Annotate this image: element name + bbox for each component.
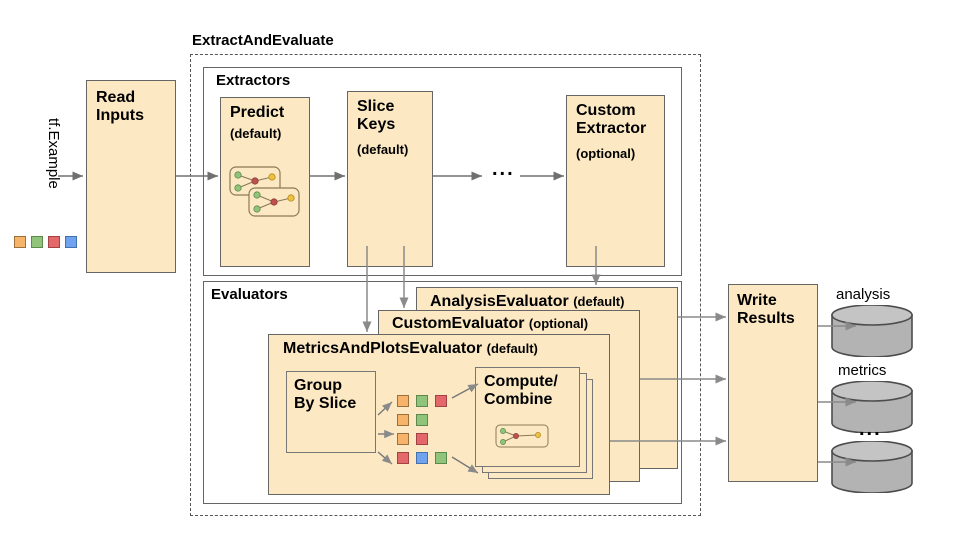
swatch-red [416,433,428,445]
swatch-green [435,452,447,464]
metrics-sink-label: metrics [838,362,887,379]
extractors-label: Extractors [216,72,291,89]
swatch-blue [416,452,428,464]
node-group-by-slice[interactable]: Group By Slice [286,371,376,453]
extractor-ellipsis: ... [492,158,515,180]
read-inputs-title: Read Inputs [96,89,144,125]
compute-combine-title: Compute/ Combine [484,373,558,409]
custom-extractor-title: Custom Extractor [576,102,647,138]
extract-and-evaluate-label: ExtractAndEvaluate [192,32,334,49]
analysis-evaluator-tag: (default) [573,294,625,309]
node-compute-combine[interactable]: Compute/ Combine [475,367,580,467]
custom-evaluator-tag: (optional) [528,316,589,331]
swatch-orange [397,395,409,407]
graph-icon [229,166,300,217]
input-label: tf.Example [45,118,62,189]
predict-title: Predict [230,104,285,121]
node-predict[interactable]: Predict (default) [220,97,310,267]
other-sink-label: ... [859,418,882,440]
node-read-inputs[interactable]: Read Inputs [86,80,176,273]
evaluators-label: Evaluators [211,286,288,303]
node-write-results[interactable]: Write Results [728,284,818,482]
other-sink[interactable] [830,441,914,493]
node-custom-extractor[interactable]: Custom Extractor (optional) [566,95,665,267]
metrics-evaluator-tag: (default) [486,341,538,356]
slice-swatch-grid [397,395,467,464]
slice-keys-title: Slice Keys [357,98,396,134]
node-metrics-and-plots-evaluator[interactable]: MetricsAndPlotsEvaluator (default) Group… [268,334,610,495]
analysis-sink-label: analysis [836,286,891,303]
swatch-orange [397,433,409,445]
node-slice-keys[interactable]: Slice Keys (default) [347,91,433,267]
group-by-slice-title: Group By Slice [294,377,357,413]
swatch-green [416,395,428,407]
swatch-orange [14,236,26,248]
swatch-red [435,395,447,407]
analysis-sink[interactable] [830,305,914,357]
group-extract-and-evaluate [190,54,701,516]
swatch-red [48,236,60,248]
swatch-green [416,414,428,426]
write-results-title: Write Results [737,292,795,328]
analysis-evaluator-title: AnalysisEvaluator [430,293,569,310]
swatch-blue [65,236,77,248]
swatch-orange [397,414,409,426]
predict-tag: (default) [230,126,282,141]
custom-evaluator-title: CustomEvaluator [392,315,525,332]
slice-keys-tag: (default) [357,142,409,157]
custom-evaluator-heading: CustomEvaluator (optional) [392,315,588,333]
swatch-red [397,452,409,464]
analysis-evaluator-heading: AnalysisEvaluator (default) [430,293,624,311]
input-swatches [14,236,78,250]
metrics-evaluator-heading: MetricsAndPlotsEvaluator (default) [283,340,538,358]
graph-icon [495,424,549,448]
custom-extractor-tag: (optional) [576,146,636,161]
metrics-evaluator-title: MetricsAndPlotsEvaluator [283,340,483,357]
swatch-green [31,236,43,248]
